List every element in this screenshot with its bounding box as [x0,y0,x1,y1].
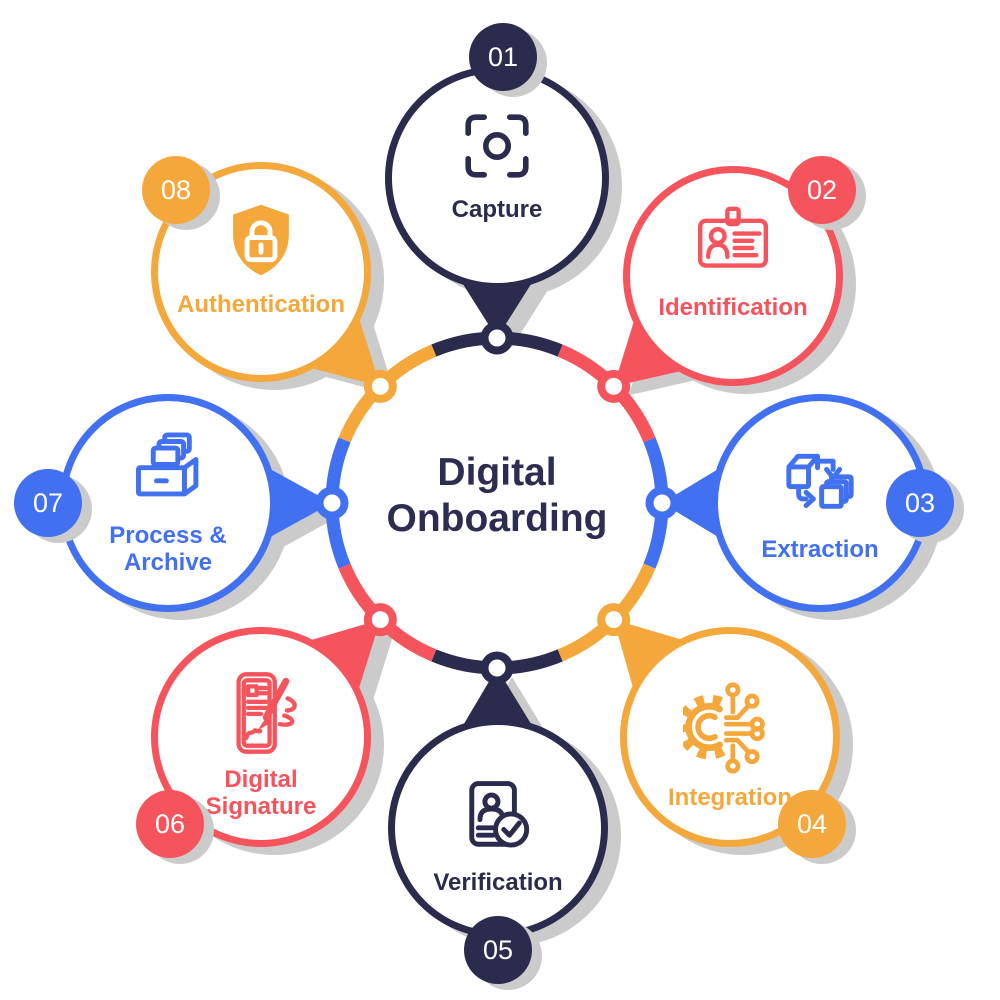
ring-dot-center [605,611,623,629]
step-label: Digital Signature [205,766,317,820]
step-number-badge: 08 [142,156,210,224]
step-number-badge: 04 [778,790,846,858]
step-circle-process-archive: Process & Archive [59,394,277,612]
integration-circuit-icon [683,681,765,774]
step-circle-verification: Verification [388,718,608,938]
step-label: Integration [668,783,792,811]
connector-tail [613,619,686,692]
step-label: Capture [451,195,543,223]
connector-tail [307,314,381,387]
step-number-badge: 07 [14,469,82,537]
shield-lock-icon [233,204,289,275]
ring-dot-center [371,611,389,629]
ring-dot-center [371,377,389,395]
capture-icon [465,113,529,178]
step-circle-digital-signature: Digital Signature [151,627,371,847]
id-card-icon [698,206,768,268]
ring-dot-center [605,377,623,395]
step-number-badge: 05 [464,916,532,984]
step-number-badge: 02 [788,156,856,224]
connector-tail [662,467,722,539]
digital-signature-icon [236,672,297,754]
connector-tail [461,668,534,729]
ring-dot-center [488,329,506,347]
step-number-badge: 06 [136,790,204,858]
ring-dot-center [323,494,341,512]
step-label: Extraction [761,535,879,563]
ring-dot-center [488,659,506,677]
step-label: Verification [433,868,563,896]
step-circle-authentication: Authentication [151,162,371,382]
verified-id-icon [469,780,530,848]
connector-tail [613,317,685,387]
step-number-badge: 03 [886,469,954,537]
archive-box-icon [136,432,199,497]
step-label: Process & Archive [109,522,227,576]
connector-tail [306,619,381,694]
data-extraction-icon [786,453,854,509]
step-label: Identification [658,293,808,321]
step-number-badge: 01 [469,23,537,91]
step-circle-extraction: Extraction [711,394,929,612]
step-label: Authentication [177,290,345,318]
connector-tail [460,279,534,338]
connector-tail [266,467,332,539]
ring-dot-center [653,494,671,512]
step-circle-capture: Capture [385,66,609,290]
center-title: Digital Onboarding [386,451,608,540]
